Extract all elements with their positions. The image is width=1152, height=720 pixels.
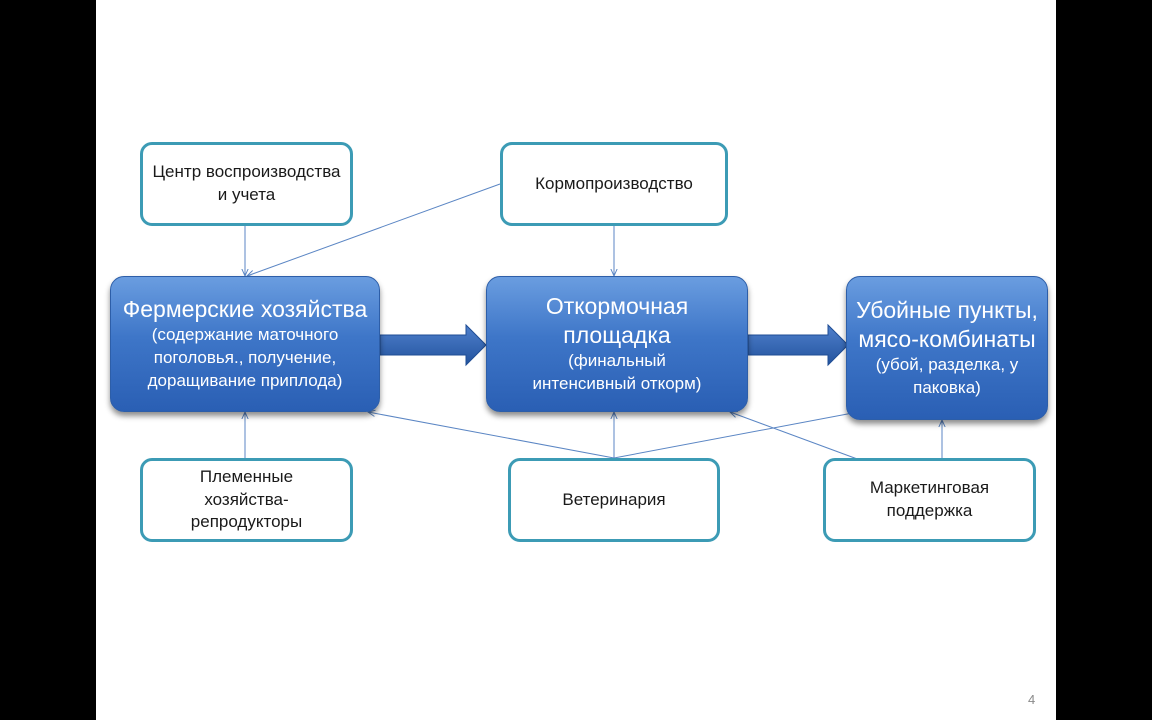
page-number: 4 (1028, 692, 1036, 707)
farms-box: Фермерские хозяйства (содержание маточно… (110, 276, 380, 412)
slaughter-box: Убойные пункты, мясо-комбинаты (убой, ра… (846, 276, 1048, 420)
big-arrow-farms-to-feedlot (379, 323, 487, 367)
connector-marketing-to-feedlot (730, 412, 861, 461)
feedlot-box: Откормочная площадка (финальный интенсив… (486, 276, 748, 412)
marketing-label: Маркетинговая поддержка (869, 478, 990, 520)
feedlot-title: Откормочная площадка (545, 293, 689, 349)
big-arrow-feedlot-to-slaughter (747, 323, 849, 367)
breeding-farms-label: Племенные хозяйства-репродукторы (190, 466, 303, 532)
connector-vet-to-farms (368, 412, 615, 459)
slaughter-title: Убойные пункты, мясо-комбинаты (856, 297, 1038, 353)
veterinary-box: Ветеринария (508, 458, 720, 542)
feed-production-label: Кормопроизводство (535, 173, 693, 193)
connector-feed-to-farms (247, 183, 501, 276)
farms-subtitle: (содержание маточного поголовья., получе… (147, 324, 343, 390)
reproduction-center-label: Центр воспроизводства и учета (152, 162, 341, 204)
slaughter-subtitle: (убой, разделка, у паковка) (875, 354, 1019, 397)
feedlot-subtitle: (финальный интенсивный откорм) (532, 350, 702, 393)
breeding-farms-box: Племенные хозяйства-репродукторы (140, 458, 353, 542)
reproduction-center-box: Центр воспроизводства и учета (140, 142, 353, 226)
marketing-box: Маркетинговая поддержка (823, 458, 1036, 542)
feed-production-box: Кормопроизводство (500, 142, 728, 226)
farms-title: Фермерские хозяйства (122, 296, 368, 323)
connector-vet-to-slaughter (613, 412, 858, 459)
veterinary-label: Ветеринария (562, 489, 666, 509)
